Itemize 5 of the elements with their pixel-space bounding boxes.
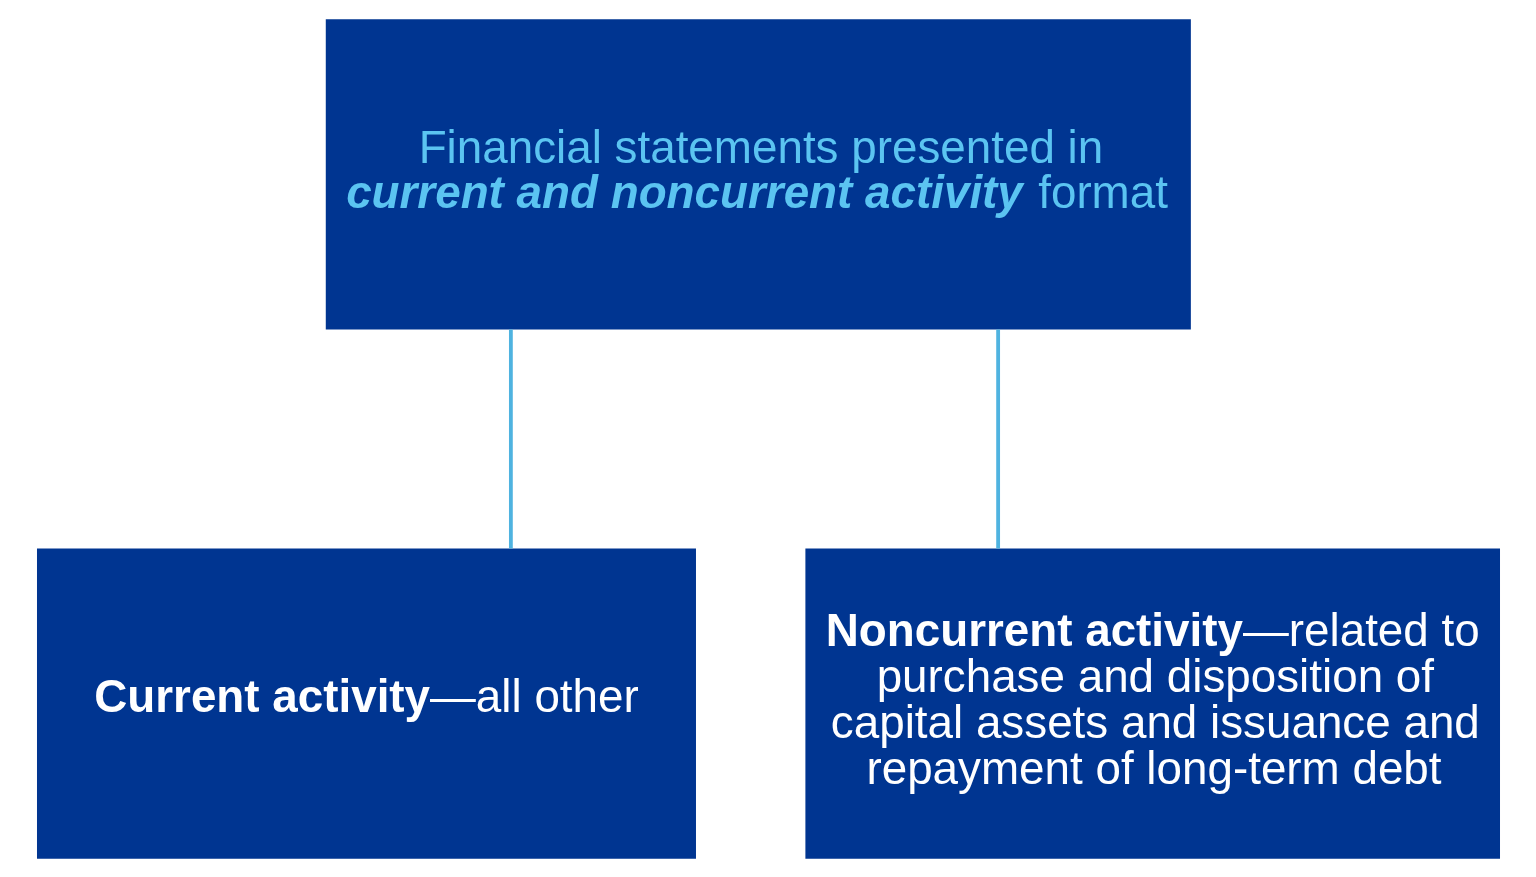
node-box: Current activity—all other — [36, 547, 696, 859]
node-box: Financial statements presented in current and noncurrent activity format — [325, 18, 1191, 330]
node-box: Noncurrent activity—related to purchase and disposition of capital assets and issuance and repayment of long-term debt — [804, 547, 1500, 859]
connector — [508, 329, 513, 548]
connector — [995, 329, 1000, 548]
